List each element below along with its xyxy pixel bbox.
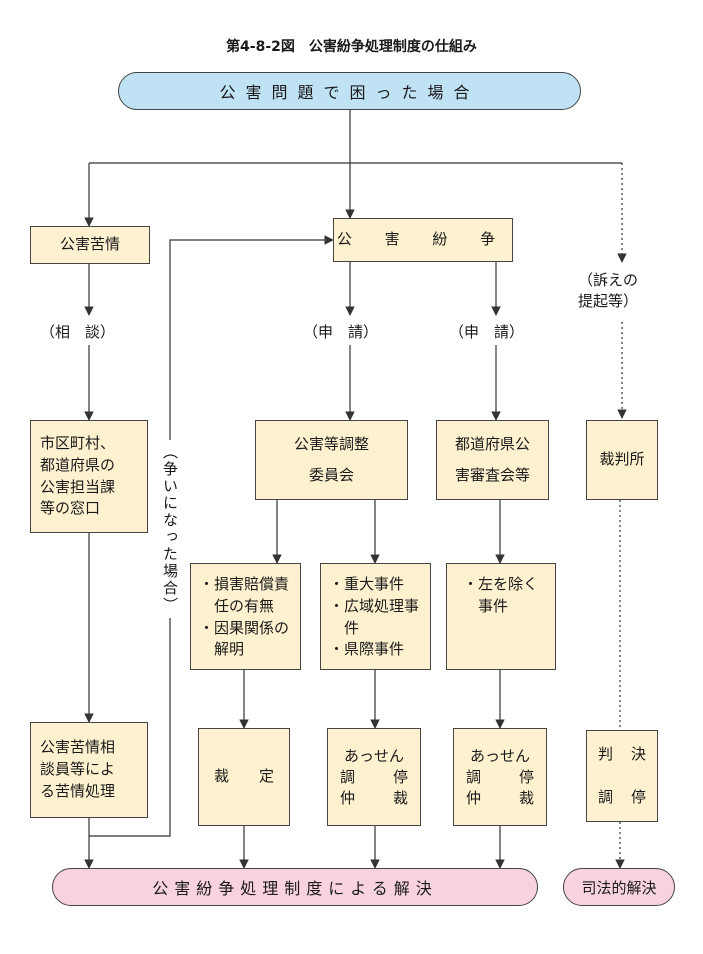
assen-1-chu: 仲 [339,788,355,807]
label-shinsei-2: （申 請） [449,323,525,341]
hanketsu-ketsu: 決 [631,745,647,763]
assen-2-cho: 調 [465,767,481,786]
assen-1-grid: 調 停 仲 裁 [340,767,408,809]
label-arasoi: （争いになった場合） [158,440,183,618]
figure-title: 第4-8-2図 公害紛争処理制度の仕組み [226,39,477,55]
node-kouchou: 公害等調整 委員会 [255,420,408,500]
node-madoguchi: 市区町村、 都道府県の 公害担当課 等の窓口 [30,420,148,533]
assen-1-tei: 停 [393,767,409,786]
node-kujo: 公害苦情 [30,226,150,264]
hanketsu-tei: 停 [631,788,647,806]
assen-2-label: あっせん [469,746,530,765]
node-saitei: 裁 定 [198,728,290,826]
label-shinsei-1: （申 請） [303,323,379,341]
node-funso: 公 害 紛 争 [333,218,513,262]
node-kujo-shori: 公害苦情相 談員等によ る苦情処理 [30,722,148,818]
node-assen-1: あっせん 調 停 仲 裁 [327,728,421,826]
assen-2-tei: 停 [519,767,535,786]
assen-2-grid: 調 停 仲 裁 [466,767,534,809]
assen-2-chu: 仲 [465,788,481,807]
node-assen-2: あっせん 調 停 仲 裁 [453,728,547,826]
node-saibansho: 裁判所 [586,420,658,500]
node-hidari-cases: ・左を除く 事件 [446,563,556,670]
assen-1-label: あっせん [343,746,404,765]
node-juudai-cases: ・重大事件 ・広域処理事 件 ・県際事件 [320,563,431,670]
label-sosho: （訴えの 提起等） [578,271,639,310]
node-kouchou-cases: ・損害賠償責 任の有無 ・因果関係の 解明 [190,563,301,670]
hanketsu-han: 判 [597,745,613,763]
hanketsu-cho: 調 [597,788,613,806]
node-hanketsu: 判 決 調 停 [586,730,658,822]
assen-1-sai: 裁 [393,788,409,807]
assen-1-cho: 調 [339,767,355,786]
node-top: 公害問題で困った場合 [118,72,581,110]
hanketsu-grid: 判 決 調 停 [598,744,646,808]
assen-2-sai: 裁 [519,788,535,807]
label-soudan: （相 談） [40,323,116,341]
node-result-judicial: 司法的解決 [563,868,675,906]
node-result-main: 公害紛争処理制度による解決 [52,868,538,906]
node-shinsakai: 都道府県公 害審査会等 [436,420,549,500]
